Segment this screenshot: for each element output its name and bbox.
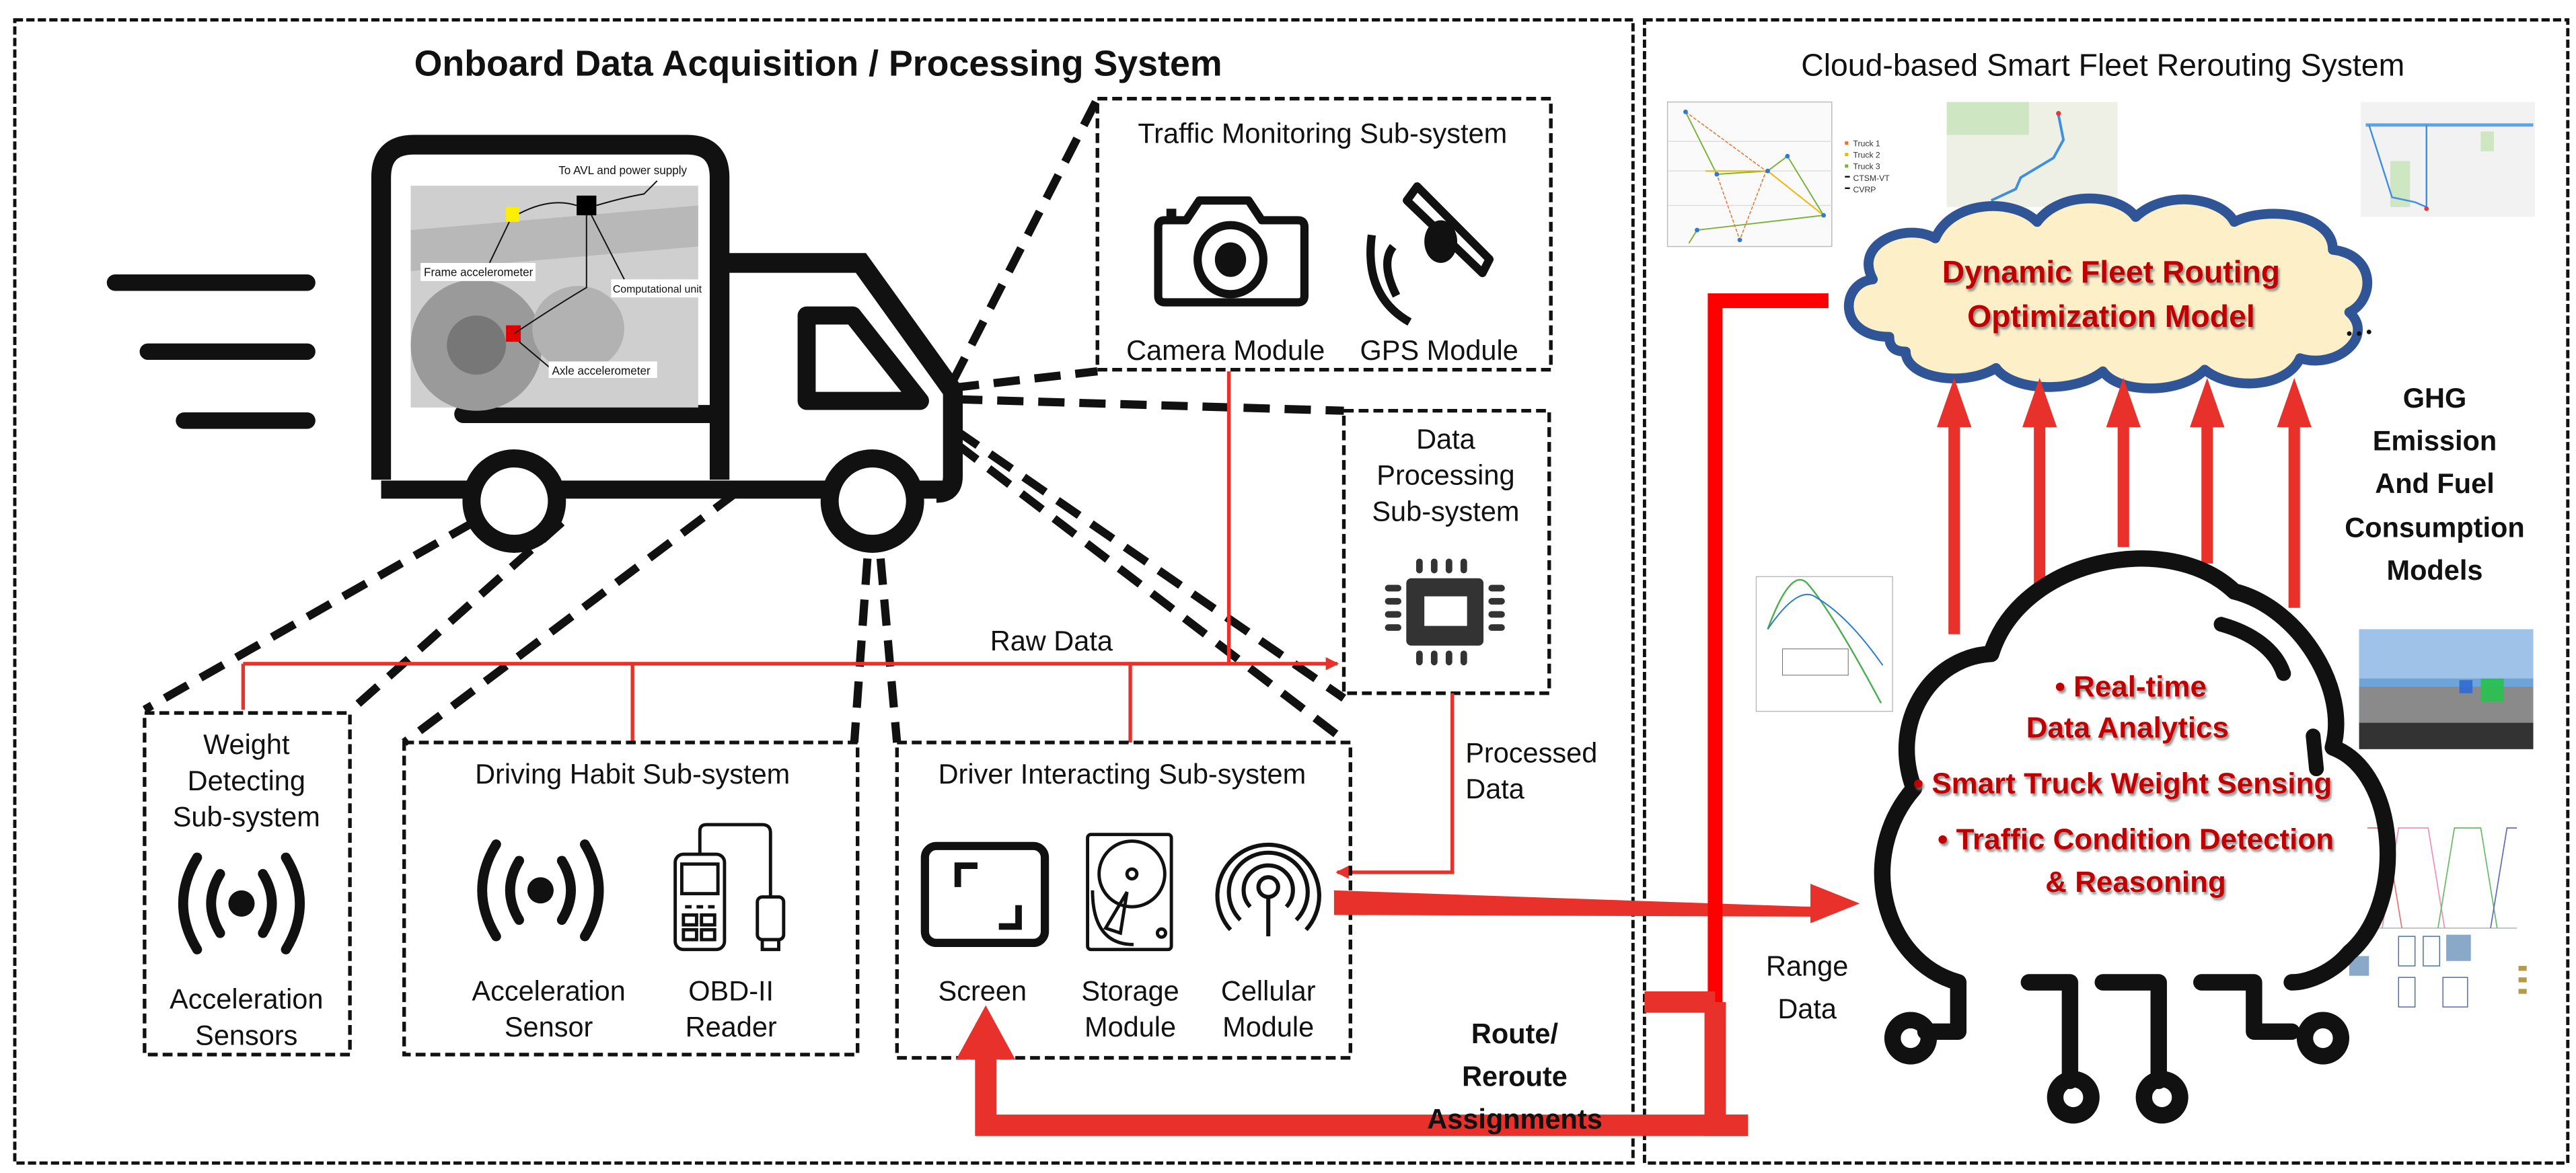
cpu-chip-icon — [1385, 558, 1505, 666]
processed-data-label-2: Data — [1465, 773, 1525, 804]
storage-label-1: Storage — [1081, 975, 1179, 1006]
upward-data-arrows — [1937, 377, 2312, 634]
range-data-label-1: Range — [1766, 950, 1848, 982]
optimization-title-line-1: Dynamic Fleet Routing — [1942, 254, 2280, 289]
driver-interacting-subsystem: Driver Interacting Sub-system Screen Sto… — [895, 741, 1352, 1060]
up-arrow — [2022, 377, 2057, 589]
screen-label: Screen — [939, 975, 1027, 1006]
gps-module-label: GPS Module — [1360, 334, 1518, 366]
frequency-response-thumbnail — [1755, 576, 1893, 712]
weight-title-line-3: Sub-system — [173, 801, 320, 833]
obd-reader-icon — [673, 823, 786, 952]
weight-item-line-1: Acceleration — [170, 983, 323, 1015]
weight-title-line-1: Weight — [203, 728, 290, 760]
route-label-2: Reroute — [1462, 1060, 1568, 1092]
axle-accelerometer-marker — [506, 325, 521, 342]
cellular-label-2: Module — [1222, 1011, 1314, 1043]
range-data-label-2: Data — [1777, 993, 1837, 1024]
onboard-system-frame — [13, 18, 1635, 1165]
truck-sensor-photo: To AVL and power supply Frame accelerome… — [410, 161, 702, 411]
up-arrow — [2277, 377, 2312, 608]
cloud-circuit-icon — [1874, 550, 2396, 1124]
driving-item-2-line-1: OBD-II — [688, 975, 774, 1006]
speed-lines-icon — [106, 274, 316, 429]
ghg-models-label: GHG Emission And Fuel Consumption Models — [2345, 382, 2524, 586]
analytics-bullets: • Real-time Data Analytics • Smart Truck… — [1913, 671, 2334, 899]
storage-label-2: Module — [1084, 1011, 1176, 1043]
weight-item-line-2: Sensors — [195, 1019, 297, 1051]
optimization-title-line-2: Optimization Model — [1967, 299, 2255, 334]
processing-title-line-2: Processing — [1376, 459, 1514, 491]
legend-truck-3: Truck 3 — [1853, 162, 1880, 172]
cloud-system-title: Cloud-based Smart Fleet Rerouting System — [1801, 48, 2404, 83]
driving-subsystem-title: Driving Habit Sub-system — [475, 758, 790, 790]
frame-accelerometer-marker — [506, 206, 519, 222]
hard-drive-icon — [1086, 833, 1173, 952]
processing-title-line-1: Data — [1416, 423, 1476, 455]
computational-unit-marker — [577, 195, 597, 216]
legend-truck-2: Truck 2 — [1853, 151, 1880, 160]
camera-module-label: Camera Module — [1126, 334, 1325, 366]
route-map-thumbnail-1 — [1946, 102, 2118, 207]
cloud-system-frame — [1642, 18, 2570, 1165]
weight-title-line-2: Detecting — [188, 765, 305, 796]
up-arrow — [2106, 377, 2141, 547]
bullet-realtime-line-2: Data Analytics — [2026, 712, 2229, 745]
photo-label-avl: To AVL and power supply — [558, 164, 687, 177]
driving-item-1-line-2: Sensor — [505, 1011, 593, 1043]
legend-ctsm-vt: CTSM-VT — [1853, 174, 1890, 183]
range-data-flow: Range Data — [1333, 883, 1860, 1024]
legend-truck-1: Truck 1 — [1853, 139, 1880, 149]
photo-label-computational-unit: Computational unit — [613, 284, 702, 295]
route-assignment-flow: Route/ Reroute Assignments — [956, 293, 1829, 1136]
legend-cvrp: CVRP — [1853, 185, 1876, 194]
ghg-line-1: GHG — [2403, 382, 2467, 414]
up-arrow — [2190, 377, 2225, 564]
optimization-model-cloud: Dynamic Fleet Routing Optimization Model — [1843, 193, 2373, 393]
ghg-line-5: Models — [2387, 554, 2483, 586]
ghg-line-4: Consumption — [2345, 512, 2524, 543]
photo-label-frame-accelerometer: Frame accelerometer — [424, 266, 533, 278]
traffic-monitoring-subsystem: Traffic Monitoring Sub-system Camera Mod… — [1095, 97, 1553, 372]
driving-item-1-line-1: Acceleration — [472, 975, 625, 1006]
truck-icon — [106, 135, 963, 553]
camera-icon — [1154, 196, 1309, 307]
bullet-traffic-line-1: • Traffic Condition Detection — [1938, 823, 2334, 856]
up-arrow — [1937, 377, 1972, 634]
sensor-signal-icon — [477, 839, 604, 942]
raw-data-label: Raw Data — [990, 625, 1113, 656]
antenna-icon — [1215, 842, 1321, 937]
callout-connectors — [142, 96, 1350, 746]
driving-habit-subsystem: Driving Habit Sub-system Acceleration Se… — [402, 741, 860, 1057]
ghg-line-2: Emission — [2373, 424, 2497, 456]
bullet-traffic-line-2: & Reasoning — [2045, 866, 2226, 899]
bullet-weight-sensing: • Smart Truck Weight Sensing — [1913, 767, 2332, 800]
processed-data-flow: Processed Data — [1335, 693, 1597, 879]
dashcam-detection-thumbnail — [2359, 629, 2534, 749]
processed-data-label-1: Processed — [1465, 736, 1597, 768]
route-map-thumbnail-2 — [2361, 102, 2535, 217]
cnn-pipeline-thumbnail — [2349, 934, 2527, 1008]
route-label-3: Assignments — [1427, 1103, 1603, 1135]
onboard-system-title: Onboard Data Acquisition / Processing Sy… — [414, 44, 1222, 84]
traffic-subsystem-title: Traffic Monitoring Sub-system — [1138, 118, 1507, 149]
photo-label-axle-accelerometer: Axle accelerometer — [552, 365, 651, 377]
driving-item-2-line-2: Reader — [686, 1011, 777, 1043]
thumbnail-legend: Truck 1 Truck 2 Truck 3 CTSM-VT CVRP — [1845, 139, 1890, 194]
cellular-label-1: Cellular — [1221, 975, 1316, 1006]
raw-data-bus: Raw Data — [241, 371, 1339, 743]
driver-subsystem-title: Driver Interacting Sub-system — [939, 758, 1307, 790]
ghg-line-3: And Fuel — [2375, 467, 2495, 499]
bullet-realtime-line-1: • Real-time — [2055, 671, 2207, 704]
satellite-icon — [1366, 182, 1494, 326]
processing-title-line-3: Sub-system — [1372, 495, 1519, 527]
sensor-signal-icon — [178, 852, 305, 954]
route-label-1: Route/ — [1471, 1018, 1559, 1049]
routing-scatter-thumbnail: Truck 1 Truck 2 Truck 3 CTSM-VT CVRP — [1666, 101, 1890, 248]
weight-detecting-subsystem: Weight Detecting Sub-system Acceleration… — [143, 711, 352, 1057]
screen-icon — [920, 841, 1050, 948]
data-processing-subsystem: Data Processing Sub-system — [1341, 409, 1551, 695]
